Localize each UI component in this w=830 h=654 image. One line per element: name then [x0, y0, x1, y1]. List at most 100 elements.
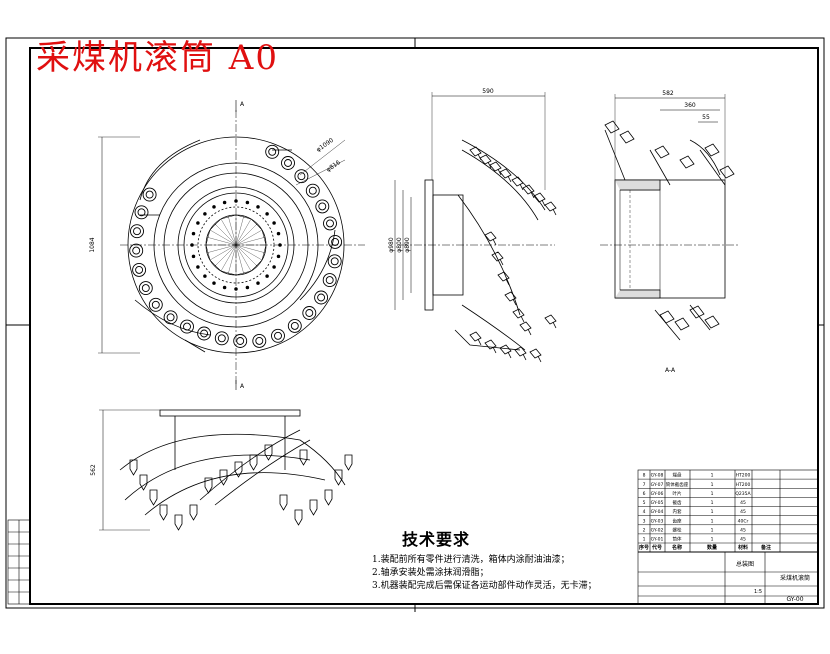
section-view: [600, 94, 740, 341]
parts-cell: 1: [711, 482, 714, 488]
parts-cell: 筒体: [673, 536, 682, 543]
cutter-pick: [489, 161, 502, 172]
revision-block: [7, 519, 31, 605]
dim-side-width: 590: [482, 88, 494, 95]
cutter-pick: [294, 169, 309, 184]
parts-cell: 内套: [673, 508, 682, 515]
cutter-pick: [704, 143, 720, 157]
tech-item-3: 3.机器装配完成后需保证各运动部件动作灵活，无卡滞；: [372, 581, 597, 591]
cutter-pick: [522, 184, 535, 195]
parts-cell: GY-05: [651, 500, 664, 506]
cutter-pick: [294, 509, 303, 526]
cutter-pick: [271, 328, 285, 343]
cutter-pick: [674, 317, 690, 331]
dim-front-mid: φ816: [325, 159, 342, 174]
parts-cell: GY-03: [651, 518, 664, 524]
parts-cell: 螺栓: [673, 526, 682, 533]
parts-cell: 端盘: [673, 472, 682, 479]
parts-header-cell: 备注: [760, 544, 771, 551]
parts-cell: 45: [740, 537, 746, 543]
outer-border: [5, 37, 825, 609]
parts-cell: 齿座: [673, 517, 682, 524]
dim-sect-width: 582: [662, 90, 674, 97]
cutter-pick: [499, 168, 512, 179]
parts-cell: GY-07: [651, 482, 664, 488]
cutter-pick: [529, 348, 542, 359]
dim-front-height: 1084: [89, 237, 96, 252]
cutter-pick: [689, 305, 705, 319]
parts-cell: 3: [643, 518, 646, 524]
parts-cell: 45: [740, 527, 746, 533]
parts-cell: 6: [643, 491, 646, 497]
cutter-pick: [234, 461, 243, 478]
cutter-pick: [323, 216, 337, 231]
cutter-pick: [654, 145, 670, 159]
cutter-pick: [309, 499, 318, 516]
parts-cell: 1: [711, 537, 714, 543]
cutter-pick: [704, 315, 720, 329]
inner-border: [29, 47, 819, 605]
cutter-pick: [214, 331, 229, 346]
section-label: A-A: [665, 367, 676, 374]
parts-cell: GY-08: [651, 473, 664, 479]
cutter-pick: [512, 308, 525, 319]
cutter-pick: [497, 271, 510, 282]
cutter-pick: [327, 254, 342, 269]
dim-sect-inner: 360: [684, 102, 696, 109]
section-mark-top: A: [240, 101, 245, 108]
cutter-pick: [315, 199, 330, 214]
cutter-pick: [544, 201, 557, 212]
parts-cell: 7: [643, 482, 646, 488]
cutter-pick: [174, 514, 183, 531]
parts-header-cell: 名称: [672, 544, 682, 551]
cutter-pick: [299, 449, 308, 466]
cutter-pick: [324, 489, 333, 506]
cutter-pick: [679, 155, 695, 169]
parts-cell: 1: [711, 518, 714, 524]
parts-cell: 5: [643, 500, 646, 506]
cutter-pick: [139, 474, 148, 491]
cutter-pick: [249, 454, 258, 471]
side-view: [394, 92, 557, 363]
parts-cell: 1: [711, 527, 714, 533]
cutter-pick: [659, 310, 675, 324]
cutter-pick: [302, 306, 317, 320]
dim-side-d2: φ800: [396, 237, 403, 253]
front-view: [98, 100, 365, 390]
parts-cell: 40Cr: [738, 518, 749, 524]
cutter-pick: [148, 297, 163, 312]
cutter-pick: [479, 154, 492, 165]
cutter-pick: [281, 156, 295, 170]
parts-header-cell: 材料: [738, 544, 748, 551]
parts-cell: 8: [643, 473, 646, 479]
parts-cell: HT200: [736, 473, 751, 479]
cutter-pick: [469, 331, 482, 342]
cutter-pick: [159, 504, 168, 521]
cutter-pick: [484, 231, 497, 242]
cutter-pick: [504, 291, 517, 302]
cutter-pick: [130, 224, 144, 239]
technical-requirements: 技术要求 1.装配前所有零件进行清洗，箱体内涂耐油油漆； 2.轴承安装处需涂抹润…: [372, 526, 642, 593]
cutter-pick: [279, 494, 288, 511]
cutter-pick: [484, 339, 497, 350]
cutter-pick: [138, 281, 153, 296]
cutter-pick: [142, 187, 157, 202]
cutter-pick: [305, 183, 320, 198]
cutter-pick: [314, 290, 329, 305]
dim-bottom-height: 562: [90, 464, 97, 476]
cutter-pick: [197, 326, 212, 341]
cutter-pick: [252, 333, 267, 348]
cutter-pick: [499, 344, 512, 355]
cutter-pick: [129, 243, 144, 258]
parts-cell: GY-02: [651, 527, 664, 533]
parts-cell: 筒体截齿座: [666, 481, 689, 488]
bottom-view: [99, 409, 353, 531]
dim-side-d1: φ980: [388, 237, 395, 253]
cutter-pick: [344, 454, 353, 471]
dim-side-d3: φ890: [404, 237, 411, 253]
cutter-pick: [132, 262, 147, 277]
cutter-pick: [511, 176, 524, 187]
parts-cell: 45: [740, 500, 746, 506]
cutter-pick: [719, 165, 735, 179]
tech-heading: 技术要求: [402, 530, 471, 549]
